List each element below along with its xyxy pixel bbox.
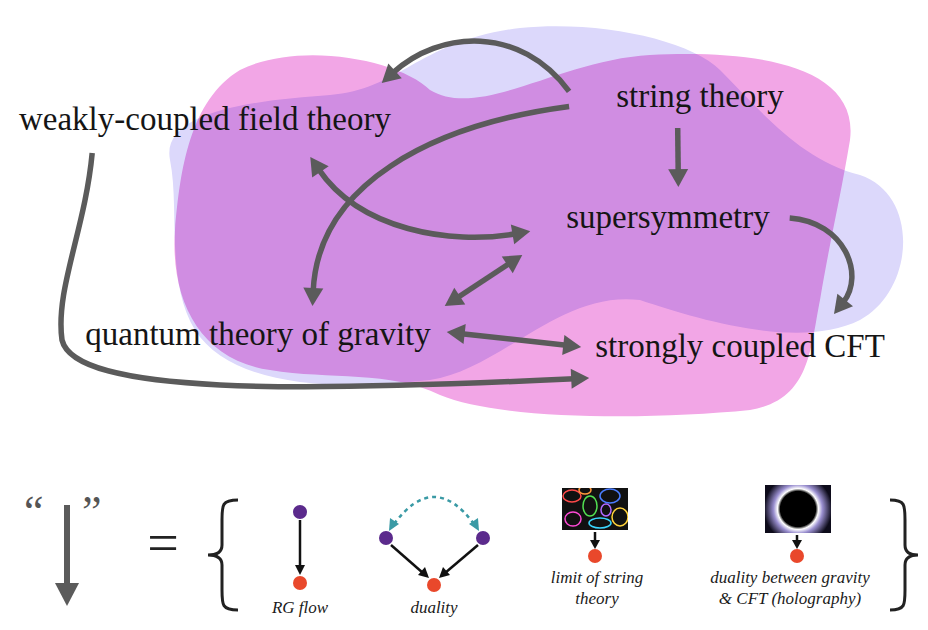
- arrow-head: [511, 224, 530, 244]
- connector-arrow: [790, 218, 852, 302]
- right-brace: [890, 500, 918, 610]
- legend-label: duality: [410, 597, 457, 618]
- left-brace: [208, 500, 238, 610]
- legend-label: duality between gravity & CFT (holograph…: [703, 567, 877, 610]
- dashed-arrow-head: [389, 518, 399, 531]
- mini-arrow: [299, 520, 302, 566]
- uv-dot: [293, 505, 307, 519]
- dashed-arrow-head: [469, 518, 479, 531]
- arrow-head: [562, 335, 581, 355]
- concept-label: quantum theory of gravity: [85, 316, 431, 354]
- concept-label: strongly coupled CFT: [595, 328, 885, 366]
- mini-arrow: [445, 545, 478, 573]
- duality-dashed-arrow: [394, 497, 474, 524]
- connector-arrow: [675, 128, 681, 172]
- concept-node: quantum theory of gravity: [83, 316, 433, 354]
- arrow-head: [310, 157, 328, 178]
- legend-label: ”: [82, 484, 102, 539]
- legend-label: RG flow: [272, 597, 328, 618]
- legend-arrow-shaft: [64, 505, 70, 586]
- legend-label: limit of string theory: [541, 567, 653, 610]
- mini-arrow-head: [418, 567, 429, 578]
- mini-arrow: [594, 532, 597, 541]
- ir-dot: [588, 549, 602, 563]
- legend-arrow-head: [55, 583, 79, 606]
- ir-dot: [427, 578, 441, 592]
- string-loop: [579, 488, 591, 494]
- ir-dot: [293, 576, 307, 590]
- mini-arrow-head: [792, 540, 802, 549]
- connector-arrow: [457, 263, 509, 298]
- arrow-head: [447, 324, 466, 344]
- arrow-head: [571, 369, 589, 389]
- concept-label: string theory: [616, 78, 784, 116]
- arrow-head: [382, 64, 402, 84]
- concept-label: weakly-coupled field theory: [19, 101, 391, 139]
- arrow-head: [668, 169, 688, 187]
- string-loop: [583, 496, 597, 516]
- string-loop: [589, 518, 611, 528]
- legend-label: =: [147, 508, 179, 578]
- uv-dot: [476, 531, 490, 545]
- legend-label: “: [24, 484, 44, 539]
- mini-arrow-head: [439, 567, 450, 578]
- concept-node: supersymmetry: [564, 199, 771, 237]
- mini-arrow-head: [295, 565, 305, 575]
- connector-arrow: [393, 41, 569, 91]
- connector-arrow: [462, 334, 567, 346]
- mini-arrow-head: [590, 540, 600, 549]
- concept-node: strongly coupled CFT: [593, 328, 887, 366]
- concept-label: supersymmetry: [566, 199, 769, 237]
- string-loop: [601, 504, 611, 516]
- string-loop: [565, 512, 581, 526]
- ir-dot: [790, 549, 804, 563]
- mini-arrow: [391, 545, 423, 573]
- string-loop: [563, 490, 581, 502]
- uv-dot: [379, 531, 393, 545]
- arrow-head: [445, 288, 466, 306]
- concept-node: weakly-coupled field theory: [17, 101, 393, 139]
- string-loop: [612, 508, 628, 526]
- arrow-head: [502, 255, 523, 273]
- string-loop: [600, 489, 620, 503]
- arrow-head: [834, 294, 853, 314]
- concept-node: string theory: [614, 78, 786, 116]
- black-hole-picture: [765, 485, 831, 533]
- string-picture: [562, 488, 628, 530]
- string-loops: [563, 488, 628, 528]
- arrow-head: [303, 288, 323, 306]
